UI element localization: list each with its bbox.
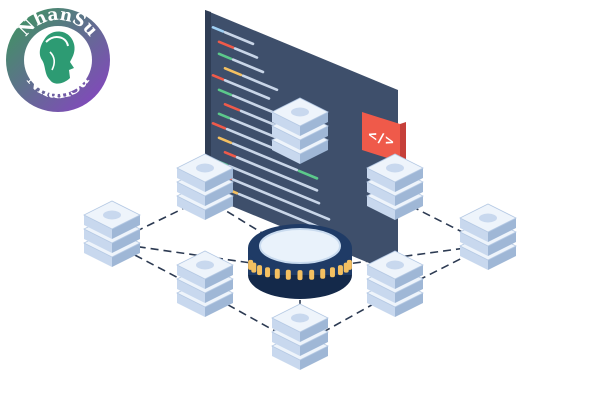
code-line-segment [211, 26, 225, 33]
server-back [271, 97, 329, 164]
code-line-segment [217, 136, 233, 145]
coin-slot [320, 268, 326, 279]
code-line-segment [223, 150, 237, 158]
code-line-segment [211, 122, 227, 130]
code-line-segment [231, 58, 265, 74]
server-upper-right [366, 153, 424, 220]
coin-slot [346, 259, 352, 270]
code-line-segment [217, 88, 233, 97]
code-line-segment [217, 40, 235, 49]
code-line-segment [217, 112, 231, 120]
server-right [459, 203, 517, 270]
server-front [271, 303, 329, 370]
code-line-segment [227, 164, 321, 205]
code-line-segment [297, 169, 319, 180]
server-upper-left [176, 153, 234, 220]
code-line-segment [217, 52, 233, 61]
code-line-segment [231, 94, 275, 114]
code-line-segment [231, 142, 299, 172]
code-line-segment [211, 74, 225, 81]
server-lower-left [176, 250, 234, 317]
coin-slot [274, 268, 280, 279]
code-line-segment [223, 30, 255, 46]
code-line-segment [223, 66, 243, 77]
coin-slot [297, 270, 303, 281]
face-profile-icon [39, 31, 75, 84]
server-lower-right [366, 250, 424, 317]
coin-slot [285, 269, 291, 280]
coin-slots [248, 259, 352, 281]
nhansu-logo: NhanSu NhanSu [6, 5, 110, 112]
code-badge: </> [362, 112, 406, 162]
coin-slot [251, 262, 257, 273]
coin-slot [257, 265, 263, 276]
code-line-segment [223, 78, 271, 100]
coin-slot [309, 269, 315, 280]
coin-slot [265, 267, 271, 278]
code-line-segment [223, 102, 241, 112]
code-line-segment [241, 74, 279, 92]
code-line-segment [233, 47, 259, 59]
central-database-coin [248, 224, 352, 299]
coin-slot [337, 265, 343, 276]
coin-slot [329, 267, 335, 278]
server-stacks [83, 97, 517, 370]
code-line-segment [235, 155, 319, 192]
code-line-segment [231, 178, 331, 221]
server-left [83, 200, 141, 267]
